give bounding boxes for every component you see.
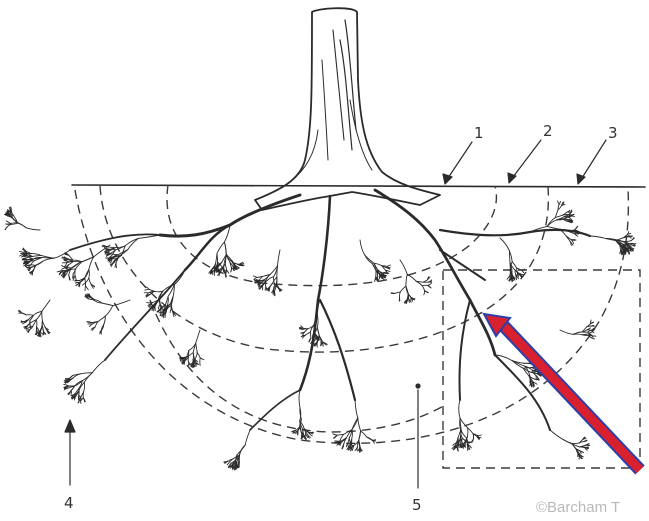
label-zone-3: 3 xyxy=(608,124,618,142)
trunk xyxy=(255,8,440,210)
label-zone-1: 1 xyxy=(474,124,484,142)
label-zone-2: 2 xyxy=(543,122,553,140)
watermark: ©Barcham T xyxy=(536,499,620,516)
zone-boundaries xyxy=(75,185,628,443)
label-zone-4: 4 xyxy=(64,494,74,512)
zone-3-boundary xyxy=(75,188,628,443)
red-arrow xyxy=(484,314,640,470)
main-roots xyxy=(70,190,590,430)
ground-line xyxy=(72,185,645,187)
label-zone-5: 5 xyxy=(412,496,422,514)
